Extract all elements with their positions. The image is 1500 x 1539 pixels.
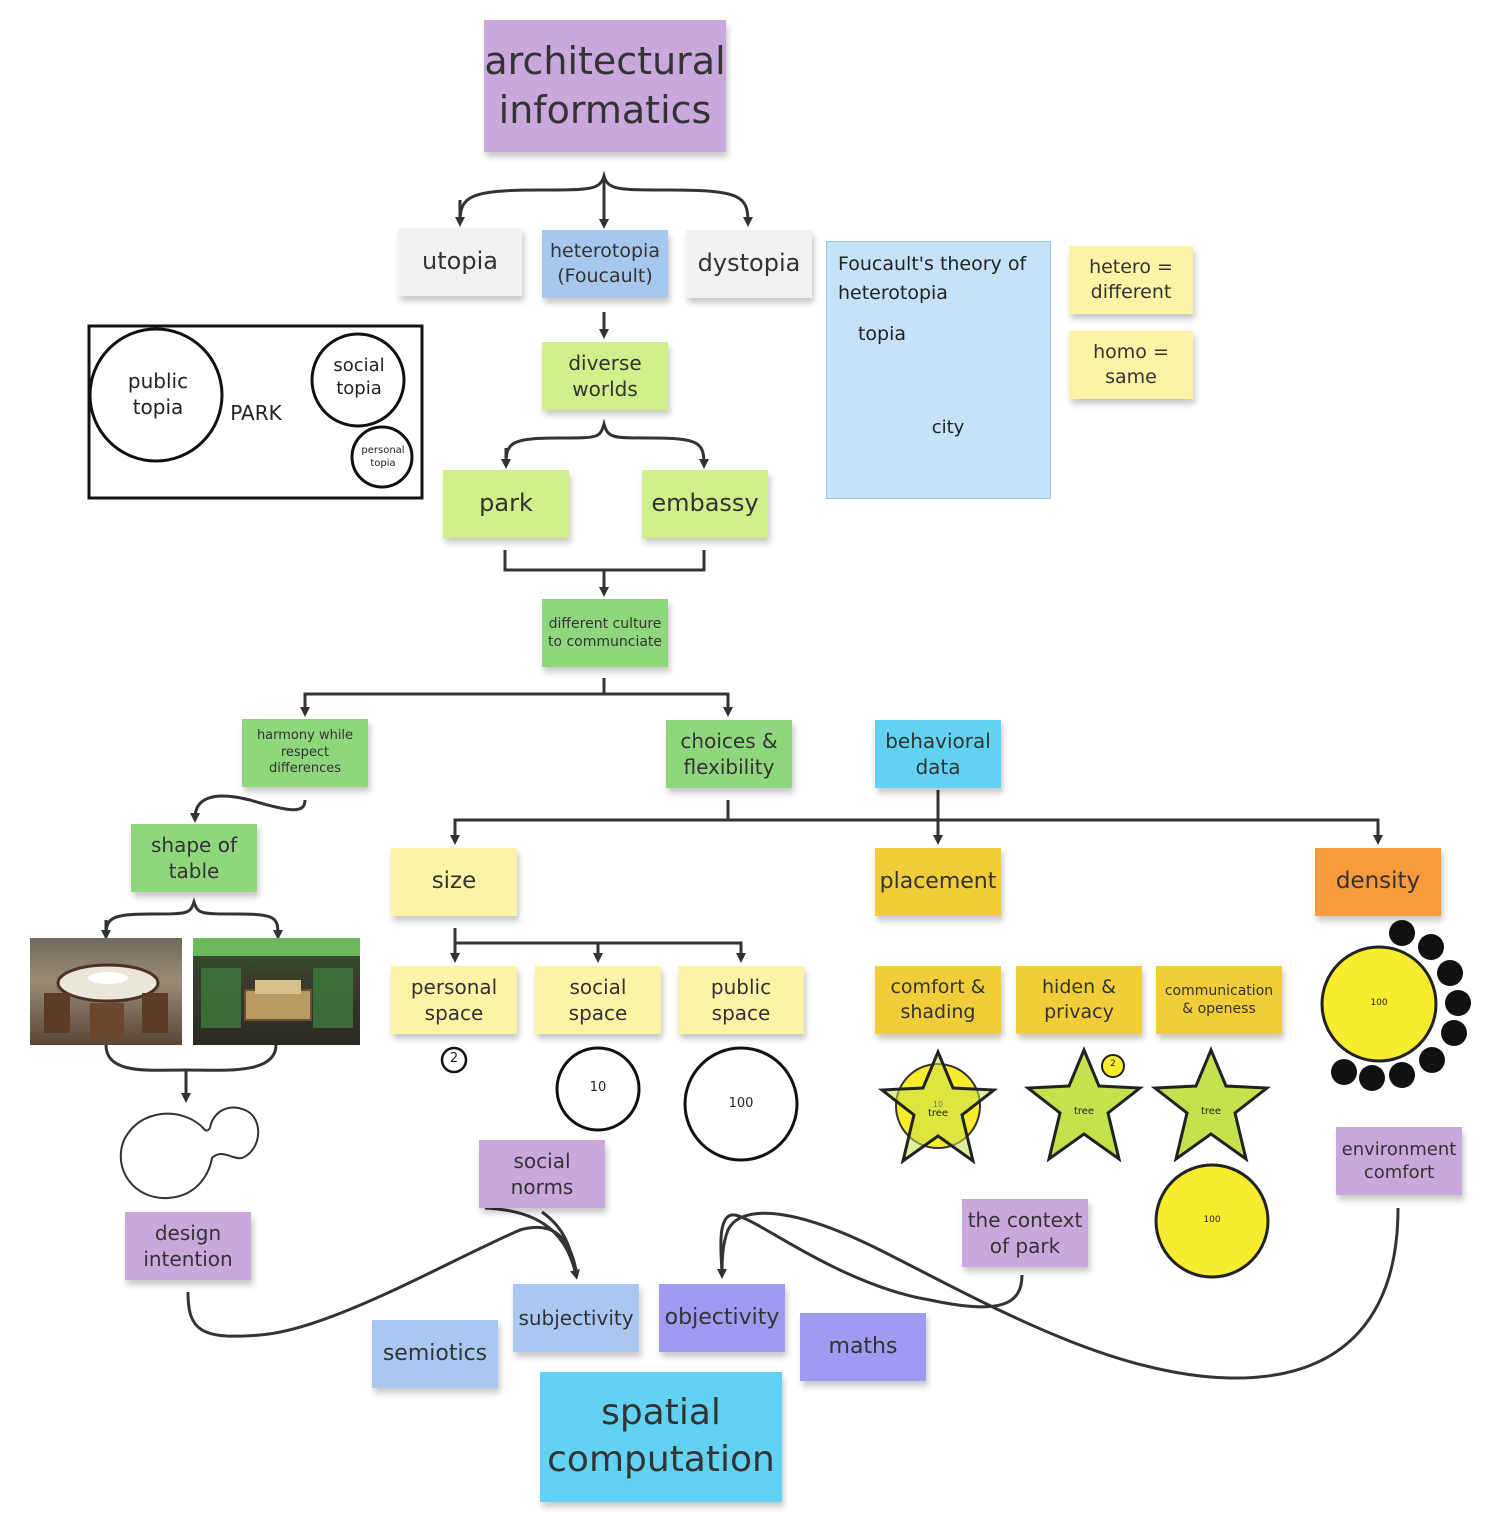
round-table-photo [30,938,182,1045]
social-circle-label: 10 [589,1080,607,1095]
note-subjectivity[interactable]: subjectivity [513,1284,639,1352]
arrow-norms-subjectivity [484,1206,580,1280]
note-social-space[interactable]: social space [535,966,661,1034]
communication-circle-label: 100 [1203,1215,1221,1225]
comfort-star [877,1048,999,1165]
split-culture [300,678,606,717]
note-context-of-park[interactable]: the context of park [962,1199,1088,1267]
note-harmony[interactable]: harmony while respect differences [242,719,368,787]
public-topia-label: public topia [127,369,189,419]
hiden-star [1023,1046,1145,1163]
note-shape-of-table[interactable]: shape of table [131,824,257,892]
arrow-norms-subjectivity-2 [541,1210,578,1276]
design-intention-blob [119,1106,260,1200]
hiden-badge-label: 2 [1110,1059,1116,1069]
brace-title [458,170,753,227]
communication-circle [1154,1163,1270,1279]
personal-circle [440,1046,468,1074]
note-architectural-informatics[interactable]: architectural informatics [484,20,726,152]
note-behavioral-data[interactable]: behavioral data [875,720,1001,788]
hiden-tree-label: tree [1073,1106,1095,1117]
communication-star [1150,1046,1272,1163]
note-choices-flexibility[interactable]: choices & flexibility [666,720,792,788]
note-maths[interactable]: maths [800,1313,926,1381]
hiden-badge-circle [1101,1054,1125,1078]
personal-topia-label: personal topia [361,445,405,469]
join-park-embassy [503,550,706,572]
social-topia-label: social topia [333,355,385,400]
note-dystopia[interactable]: dystopia [686,230,812,298]
density-circle [1320,945,1438,1063]
note-environment-comfort[interactable]: environment comfort [1336,1127,1462,1195]
curve-environment-objectivity [720,1207,1400,1380]
note-objectivity[interactable]: objectivity [659,1284,785,1352]
split-size-bar [455,941,746,963]
social-topia-circle [310,332,406,428]
note-spatial-computation[interactable]: spatial computation [540,1372,782,1502]
note-hiden-privacy[interactable]: hiden & privacy [1016,966,1142,1034]
note-communication-openess[interactable]: communication & openess [1156,966,1282,1034]
communication-tree-label: tree [1200,1106,1222,1117]
city-label: city [931,417,965,438]
comfort-tree-label: tree [927,1108,949,1119]
note-embassy[interactable]: embassy [642,470,768,538]
density-circle-label: 100 [1370,998,1388,1008]
social-circle [555,1046,641,1132]
density-dots [1331,920,1471,1091]
note-size[interactable]: size [391,848,517,916]
split-choices [450,800,730,845]
parliament-table-photo [193,938,360,1045]
note-public-space[interactable]: public space [678,966,804,1034]
topia-label: topia [857,323,907,345]
note-diverse-worlds[interactable]: diverse worlds [542,342,668,410]
public-topia-circle [88,327,224,463]
curve-context-objectivity [716,1213,1024,1309]
join-photos [104,1044,278,1072]
comfort-tree-number: 10 [932,1100,944,1109]
note-hetero-different[interactable]: hetero = different [1069,246,1193,314]
note-personal-space[interactable]: personal space [391,966,517,1034]
public-circle-label: 100 [728,1096,754,1111]
note-park[interactable]: park [443,470,569,538]
personal-circle-label: 2 [449,1051,459,1066]
foucault-theory-text: Foucault's theory of heterotopia [838,253,1027,304]
brace-shape [104,897,283,940]
note-placement[interactable]: placement [875,848,1001,916]
note-homo-same[interactable]: homo = same [1069,331,1193,399]
split-culture-right [604,692,733,717]
note-heterotopia[interactable]: heterotopia (Foucault) [542,230,668,298]
brace-diverse [504,418,709,469]
split-choices-right [728,818,1383,845]
personal-topia-circle [350,425,414,489]
public-circle [683,1046,799,1162]
note-semiotics[interactable]: semiotics [372,1320,498,1388]
arrow-harmony-shape [190,794,307,823]
note-social-norms[interactable]: social norms [479,1140,605,1208]
note-utopia[interactable]: utopia [398,228,522,296]
note-foucault-theory[interactable] [826,241,1051,499]
note-density[interactable]: density [1315,848,1441,916]
park-diagram-frame [87,324,424,500]
note-comfort-shading[interactable]: comfort & shading [875,966,1001,1034]
park-label: PARK [230,401,282,425]
note-different-culture[interactable]: different culture to communciate [542,599,668,667]
note-design-intention[interactable]: design intention [125,1212,251,1280]
curve-design-subjectivity [186,1225,578,1338]
